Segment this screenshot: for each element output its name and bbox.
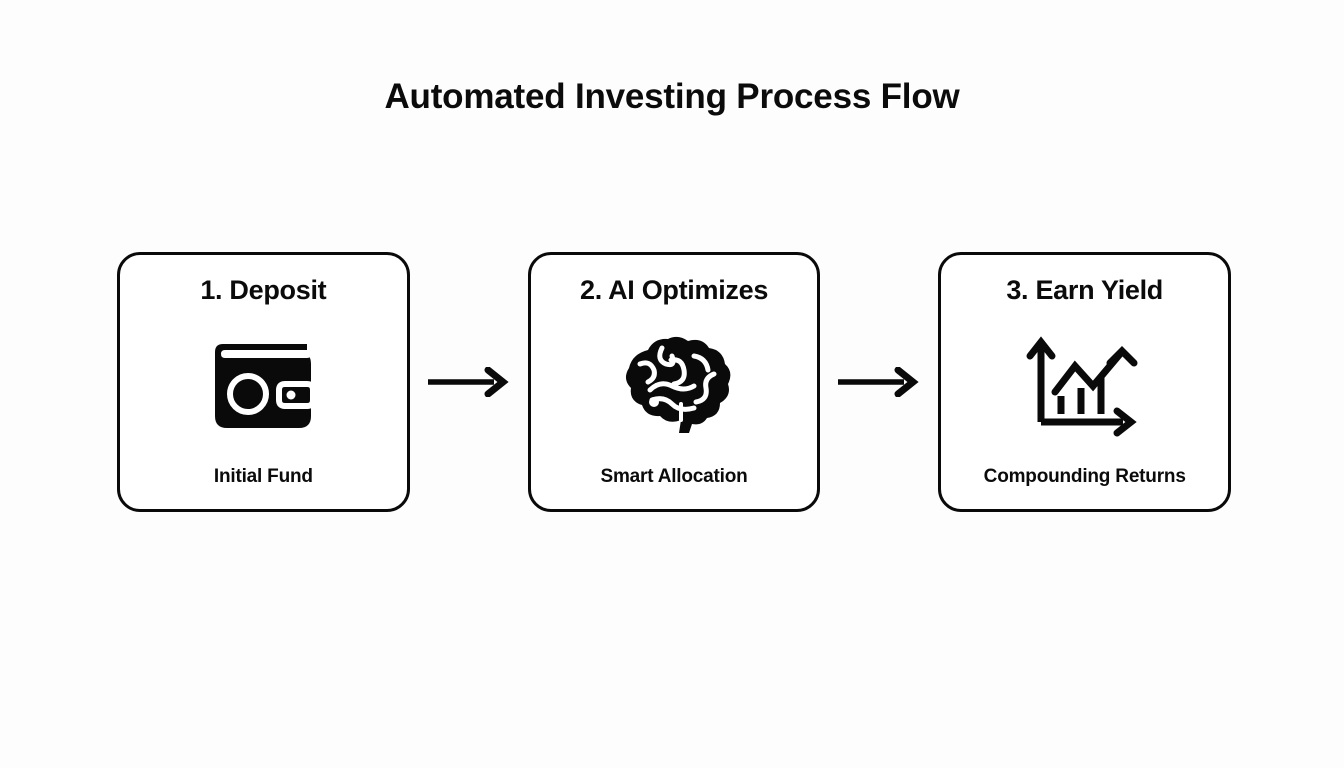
flow-step-title-1: 1. Deposit [200,275,327,305]
flow-step-caption-1: Initial Fund [213,466,313,487]
flow-step-title-2: 2. AI Optimizes [579,275,769,305]
brain-icon [541,307,808,465]
flow-step-title-3: 3. Earn Yield [1006,275,1164,305]
flow-step-caption-3: Compounding Returns [983,466,1186,487]
flow-step-card-3[interactable]: 3. Earn Yield Compounding Returns [938,252,1232,512]
wallet-icon [130,307,397,465]
flow-step-card-1[interactable]: 1. Deposit Initial Fund [117,252,410,512]
arrow-right-icon [410,362,528,402]
growth-chart-icon [951,307,1218,465]
page-title: Automated Investing Process Flow [384,77,960,117]
flow-step-caption-2: Smart Allocation [600,466,748,487]
process-flow-row: 1. Deposit Initial Fund [117,251,1232,513]
flow-step-card-2[interactable]: 2. AI Optimizes Smart Allocation [527,252,821,512]
arrow-right-icon [820,362,938,402]
